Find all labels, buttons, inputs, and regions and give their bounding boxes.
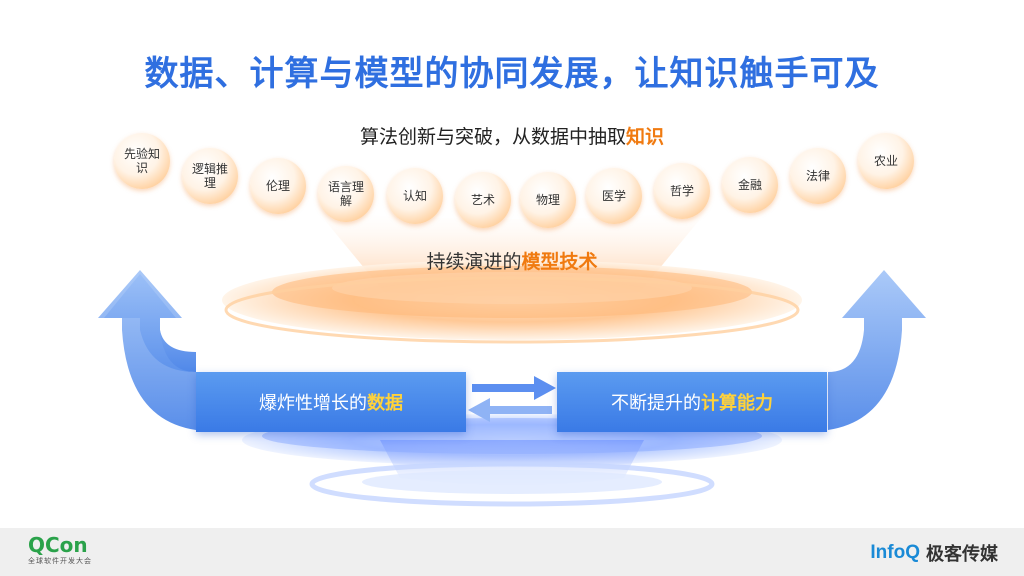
compute-box-highlight: 计算能力: [701, 389, 773, 415]
bubble-physics: 物理: [520, 172, 576, 228]
data-box-text: 爆炸性增长的: [259, 389, 367, 415]
model-label-text: 持续演进的: [426, 251, 521, 273]
qcon-logo-text: QCon: [28, 534, 92, 556]
qcon-logo: QCon 全球软件开发大会: [28, 534, 92, 566]
qcon-logo-subtitle: 全球软件开发大会: [28, 556, 92, 566]
model-label-highlight: 模型技术: [522, 251, 598, 273]
infoq-logo-text: InfoQ: [870, 542, 920, 564]
bubble-law: 法律: [790, 148, 846, 204]
bubble-finance: 金融: [722, 157, 778, 213]
subtitle-text: 算法创新与突破，从数据中抽取: [360, 126, 626, 148]
infoq-logo: InfoQ 极客传媒: [870, 540, 998, 566]
bubble-logic-reasoning: 逻辑推理: [182, 148, 238, 204]
bubble-ethics: 伦理: [250, 158, 306, 214]
bubble-philosophy: 哲学: [654, 163, 710, 219]
data-box-highlight: 数据: [367, 389, 403, 415]
infoq-logo-cn: 极客传媒: [926, 540, 998, 566]
bubble-agriculture: 农业: [858, 133, 914, 189]
subtitle-highlight: 知识: [626, 126, 664, 148]
compute-box-text: 不断提升的: [611, 389, 701, 415]
data-box: 爆炸性增长的数据: [196, 372, 466, 432]
bubble-language: 语言理解: [318, 166, 374, 222]
bubble-art: 艺术: [455, 172, 511, 228]
page-title: 数据、计算与模型的协同发展，让知识触手可及: [0, 46, 1024, 95]
bubble-prior-knowledge: 先验知识: [114, 133, 170, 189]
compute-box: 不断提升的计算能力: [557, 372, 827, 432]
bubble-medicine: 医学: [586, 168, 642, 224]
model-label: 持续演进的模型技术: [0, 247, 1024, 274]
footer: QCon 全球软件开发大会 InfoQ 极客传媒: [0, 528, 1024, 576]
bubble-cognition: 认知: [387, 168, 443, 224]
